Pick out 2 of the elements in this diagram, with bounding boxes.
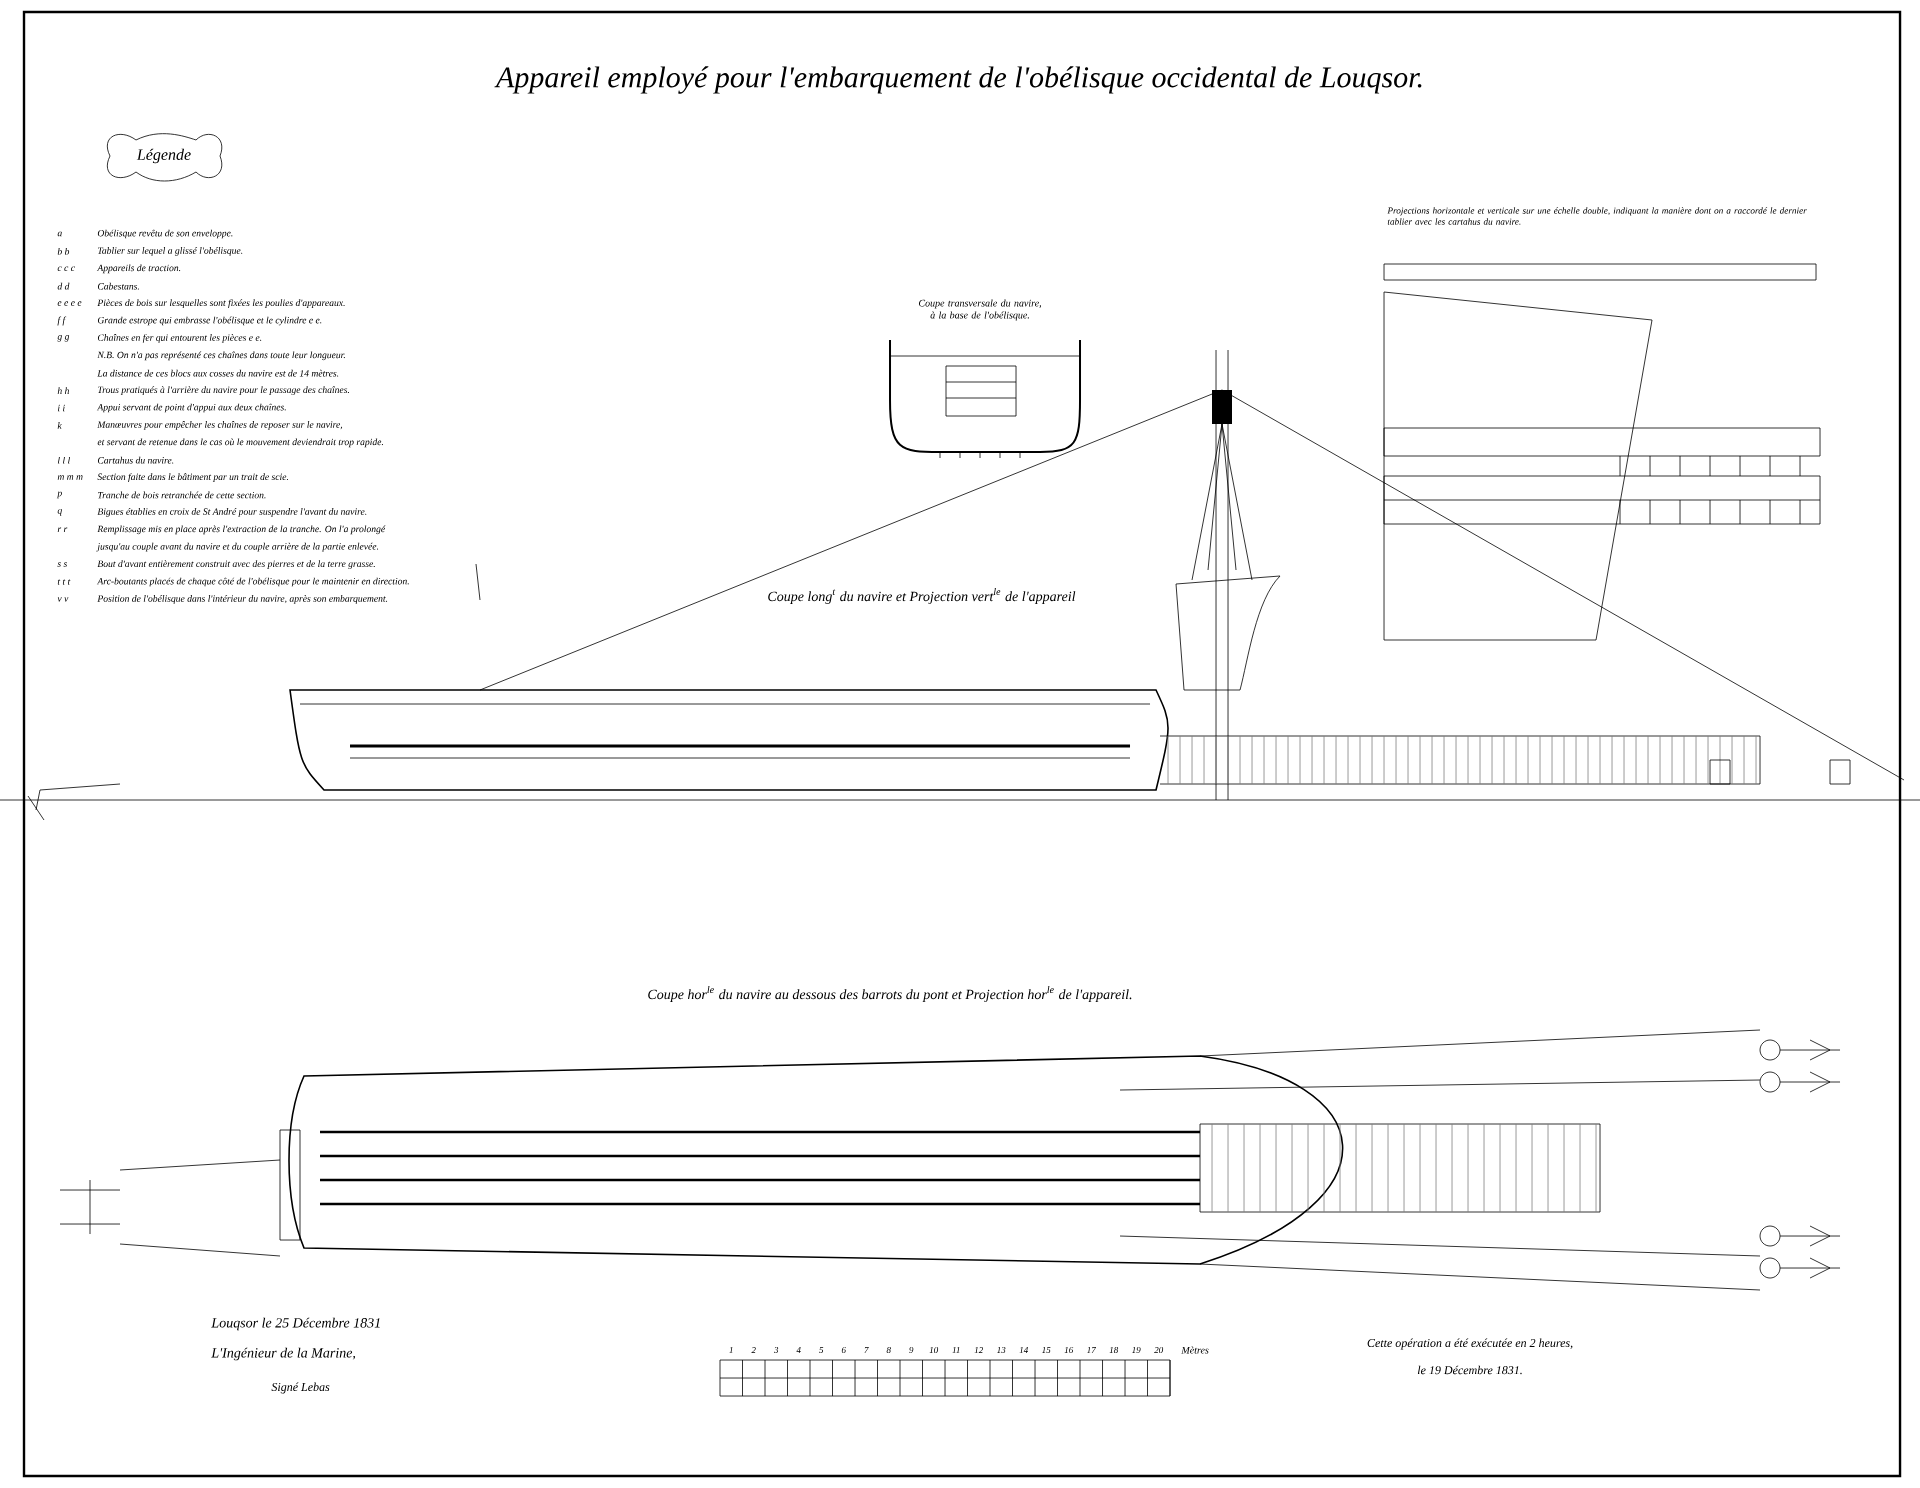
title: Appareil employé pour l'embarquement de l'obélisque occidental de Louqsor. — [494, 66, 1422, 94]
legend-heading: Légende — [136, 148, 191, 164]
